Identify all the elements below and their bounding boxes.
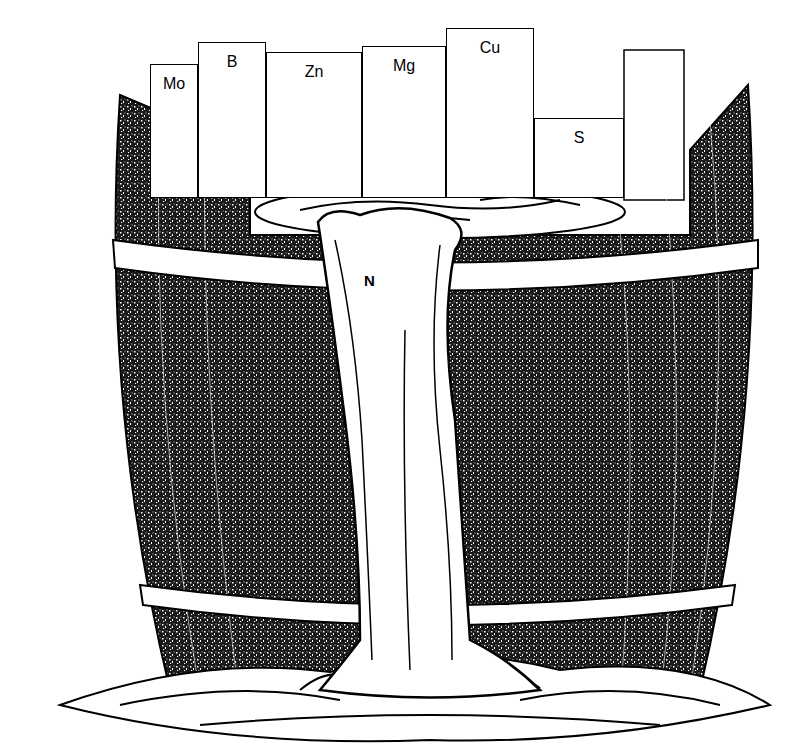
element-symbol: Mg <box>363 47 445 75</box>
element-symbol: B <box>199 43 265 71</box>
nutrient-stave: Cu <box>446 28 534 198</box>
nutrient-stave: Mg <box>362 46 446 198</box>
element-symbol: S <box>535 119 623 147</box>
stream-lines <box>335 240 452 670</box>
element-symbol: Cu <box>447 29 533 57</box>
element-symbol: Mo <box>151 65 197 93</box>
element-symbol: Zn <box>267 53 361 81</box>
element-symbol: N <box>362 272 377 289</box>
nutrient-stave: S <box>534 118 624 198</box>
water-stream <box>318 208 540 697</box>
nutrient-stave: Zn <box>266 52 362 198</box>
nutrient-stave: Mo <box>150 64 198 198</box>
nutrient-stave: B <box>198 42 266 198</box>
blank-stave <box>624 50 684 200</box>
